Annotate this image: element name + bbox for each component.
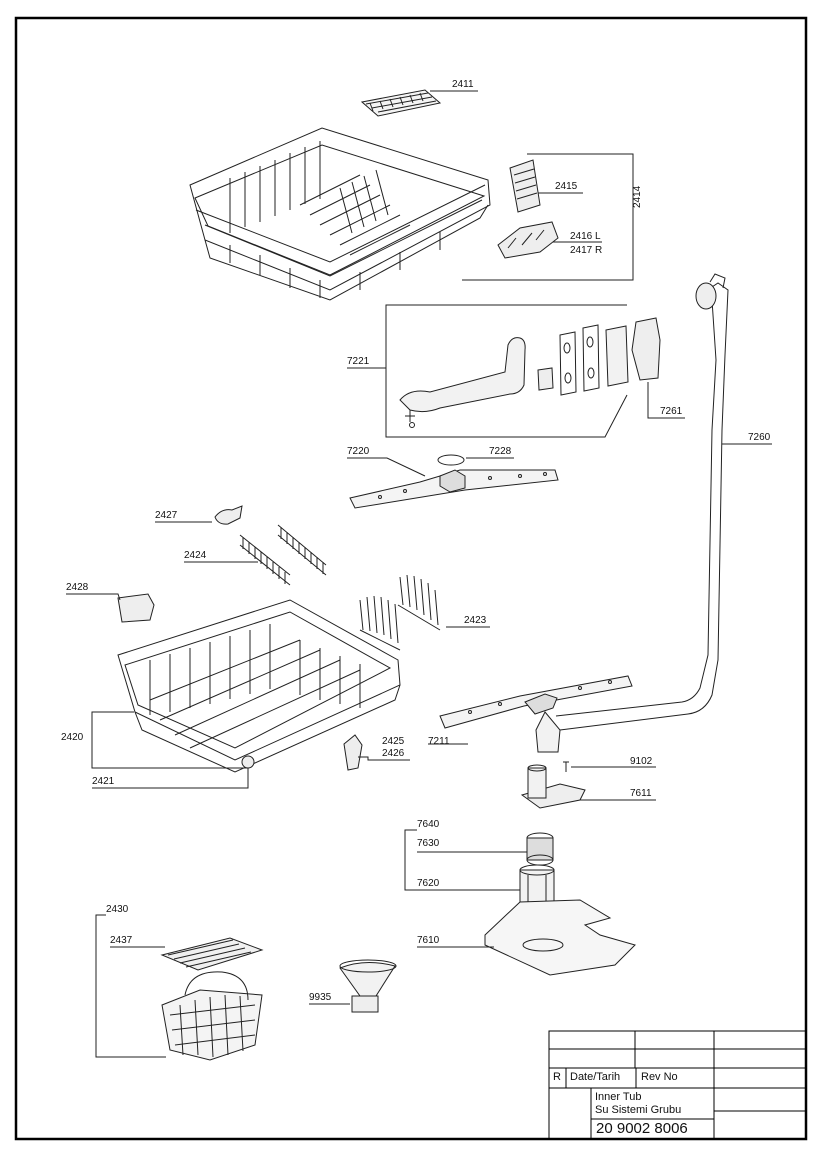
callout-2437: 2437 (110, 935, 133, 946)
callout-2425: 2425 (382, 736, 405, 747)
callout-box-7221 (385, 304, 628, 438)
part-2416-2417-rail-stop (497, 221, 559, 259)
leader-2428 (66, 593, 121, 601)
callout-2430: 2430 (106, 904, 129, 915)
leader-7220 (347, 457, 426, 477)
leader-2420 (91, 711, 248, 769)
part-upper-basket (189, 127, 491, 301)
callout-7630: 7630 (417, 838, 440, 849)
callout-2427: 2427 (155, 510, 178, 521)
callout-9102: 9102 (630, 756, 653, 767)
leader-7640-bracket (404, 829, 417, 891)
part-2427-clip (214, 505, 243, 525)
part-7260-water-pipe (535, 273, 729, 753)
callout-2411: 2411 (452, 79, 474, 90)
part-9102-screw (563, 761, 569, 772)
title-block (548, 1030, 807, 1140)
callout-2421: 2421 (92, 776, 115, 787)
callout-7261: 7261 (660, 406, 683, 417)
part-7211-lower-spray-arm (439, 675, 633, 729)
part-2428-handle (117, 593, 155, 623)
part-2424-folding-tines (239, 524, 327, 586)
leader-2414 (462, 153, 634, 281)
title-block-title-line2: Su Sistemi Grubu (595, 1104, 682, 1116)
title-block-rev-label: R (553, 1071, 561, 1083)
part-7610-filter-plate (484, 899, 636, 976)
leader-2421 (92, 768, 249, 789)
callout-7611: 7611 (630, 788, 652, 799)
callout-2420: 2420 (61, 732, 84, 743)
callout-2415: 2415 (555, 181, 578, 192)
leader-7261 (647, 382, 685, 419)
part-2430-cutlery-basket (161, 971, 263, 1061)
callout-7640: 7640 (417, 819, 440, 830)
callout-2417: 2417 R (570, 245, 603, 256)
part-2420-lower-basket (117, 599, 401, 773)
callout-9935: 9935 (309, 992, 332, 1003)
callout-2424: 2424 (184, 550, 207, 561)
callout-7260: 7260 (748, 432, 771, 443)
callout-2426: 2426 (382, 748, 405, 759)
part-2411-cutlery-tray (360, 89, 442, 117)
part-7220-spray-arm (349, 469, 559, 509)
title-block-revno-label: Rev No (641, 1071, 678, 1083)
callout-2423: 2423 (464, 615, 487, 626)
callout-7220: 7220 (347, 446, 370, 457)
part-9935-funnel (339, 959, 397, 1013)
callout-2414: 2414 (632, 185, 643, 208)
callout-7221: 7221 (347, 356, 370, 367)
callout-2416: 2416 L (570, 231, 601, 242)
callout-7620: 7620 (417, 878, 440, 889)
callout-7211: 7211 (428, 736, 450, 747)
part-2425-2426-wheel (343, 734, 363, 771)
title-block-date-label: Date/Tarih (570, 1071, 621, 1083)
part-7611-hub (520, 764, 586, 809)
part-7228-o-ring (437, 454, 465, 466)
callout-2428: 2428 (66, 582, 89, 593)
leader-2430-bracket (95, 914, 166, 1058)
part-7221-upper-spray-arm (399, 317, 661, 428)
leader-2425 (358, 756, 410, 761)
part-7630-filter-cap (526, 832, 554, 866)
title-block-title-line1: Inner Tub (595, 1091, 642, 1103)
callout-7228: 7228 (489, 446, 512, 457)
part-2415-clip (509, 159, 541, 213)
title-block-drawing-number: 20 9002 8006 (596, 1120, 688, 1137)
drawing-frame (14, 16, 808, 1141)
part-2437-basket-lid (160, 937, 264, 971)
part-2423-tine-rows (359, 574, 441, 651)
callout-7610: 7610 (417, 935, 440, 946)
